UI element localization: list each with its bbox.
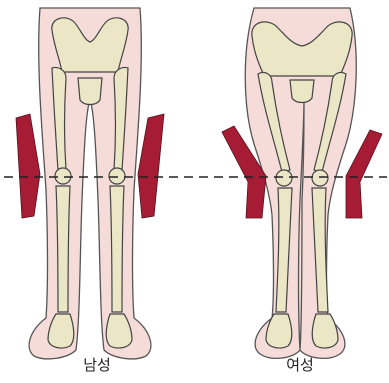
male-sacrum xyxy=(78,78,102,105)
female-sacrum xyxy=(290,80,314,103)
male-right-marker xyxy=(138,114,164,218)
female-left-knee xyxy=(276,170,292,186)
female-figure xyxy=(222,8,382,358)
male-right-knee xyxy=(109,168,125,184)
male-right-tibia xyxy=(110,186,124,312)
female-right-marker xyxy=(346,130,382,218)
male-left-knee xyxy=(55,168,71,184)
male-caption: 남성 xyxy=(57,356,137,374)
male-left-tibia xyxy=(56,186,70,312)
female-right-foot xyxy=(312,314,338,348)
female-caption: 여성 xyxy=(260,356,340,374)
male-left-marker xyxy=(16,114,40,218)
male-figure xyxy=(16,8,164,359)
female-right-knee xyxy=(312,170,328,186)
